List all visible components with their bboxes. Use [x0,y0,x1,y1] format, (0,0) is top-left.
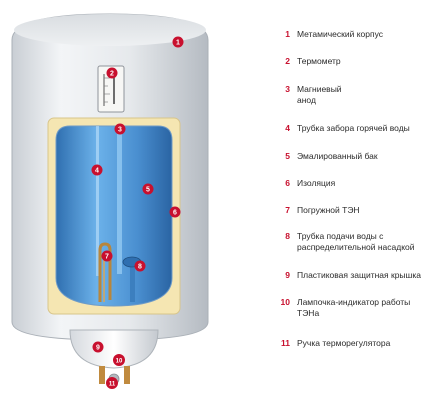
marker-6-label: 6 [173,210,177,217]
legend-label: Термометр [297,56,341,66]
marker-2: 2 [106,67,118,79]
marker-7: 7 [101,250,113,262]
marker-1: 1 [172,36,184,48]
legend-number: 11 [281,338,290,348]
legend-label: Ручка терморегулятора [297,338,391,348]
heating-element [98,242,112,302]
legend-item-4: 4 Трубка забора горячей воды [276,123,440,134]
protective-cap [69,329,159,369]
heater-top [14,14,206,46]
legend-item-3: 3 Магниевый анод [276,84,440,106]
legend-item-2: 2 Термометр [276,56,440,67]
marker-3: 3 [114,123,126,135]
legend-label: Магниевый анод [297,84,342,105]
legend-label: Трубка забора горячей воды [297,123,410,133]
legend-number: 6 [285,178,290,188]
legend-number: 3 [285,84,290,94]
legend-label: Погружной ТЭН [297,205,360,215]
marker-6: 6 [169,206,181,218]
marker-10: 10 [113,354,125,366]
water-heater-illustration: 1 2 3 4 5 6 7 8 [11,13,209,389]
marker-5-label: 5 [146,187,150,194]
legend-number: 9 [285,270,290,280]
marker-9: 9 [92,341,104,353]
legend-item-9: 9 Пластиковая защитная крышка [276,270,440,281]
enamel-tank [55,125,173,307]
legend-item-1: 1 Метамический корпус [276,29,440,40]
legend-label: Изоляция [297,178,336,188]
pipe-left [99,366,105,384]
marker-2-label: 2 [110,71,114,78]
legend-number: 7 [285,205,290,215]
magnesium-anode [117,126,122,274]
legend-number: 4 [285,123,290,133]
marker-11-label: 11 [109,382,116,388]
legend-number: 10 [280,297,290,307]
marker-3-label: 3 [118,127,122,134]
pipe-right [124,366,130,384]
marker-4: 4 [91,164,103,176]
legend-number: 1 [285,29,290,39]
marker-10-label: 10 [116,359,123,365]
legend-item-5: 5 Эмалированный бак [276,151,440,162]
legend-label: Пластиковая защитная крышка [297,270,421,280]
legend-label: Трубка подачи воды с распределительной н… [297,231,415,252]
marker-8-label: 8 [138,264,142,271]
marker-1-label: 1 [176,40,180,47]
legend-number: 2 [285,56,290,66]
marker-9-label: 9 [96,345,100,352]
legend-item-11: 11 Ручка терморегулятора [276,338,440,349]
legend-item-10: 10 Лампочка-индикатор работы ТЭНа [276,297,440,319]
legend-label: Лампочка-индикатор работы ТЭНа [297,297,411,318]
marker-11: 11 [106,377,118,389]
marker-7-label: 7 [105,254,109,261]
legend-item-7: 7 Погружной ТЭН [276,205,440,216]
marker-4-label: 4 [95,168,99,175]
legend-item-6: 6 Изоляция [276,178,440,189]
legend-label: Метамический корпус [297,29,383,39]
legend-label: Эмалированный бак [297,151,378,161]
legend: 1 Метамический корпус 2 Термометр 3 Магн… [276,0,440,400]
thermometer-icon [97,65,125,113]
marker-5: 5 [142,183,154,195]
hot-water-pipe [96,126,99,276]
legend-item-8: 8 Трубка подачи воды с распределительной… [276,231,440,253]
legend-number: 8 [285,231,290,241]
legend-number: 5 [285,151,290,161]
marker-8: 8 [134,260,146,272]
